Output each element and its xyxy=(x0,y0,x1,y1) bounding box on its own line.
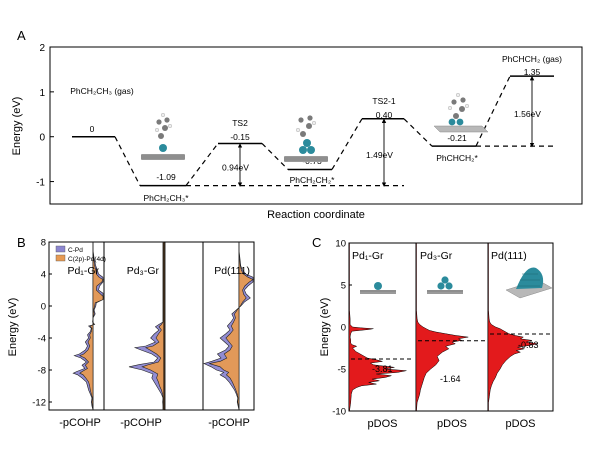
y-tick-label: -12 xyxy=(32,398,46,409)
state-energy-label: -0.15 xyxy=(230,132,250,142)
panel-c-label: C xyxy=(312,235,321,250)
pdos-subpanel-title: Pd₁-Gr xyxy=(352,250,384,262)
energy-connector xyxy=(403,118,433,147)
panel-b-label: B xyxy=(17,235,26,250)
panel-b: B Energy (eV) -12 -8 -4 0 4 8 Pd₁-Gr -pCOHP Pd₃… xyxy=(7,235,255,429)
y-tick-label: 4 xyxy=(41,270,46,281)
pdos-curve xyxy=(415,242,469,412)
pd111-slab-structure-icon xyxy=(505,267,553,299)
panel-a-label: A xyxy=(17,28,26,43)
energy-connector xyxy=(331,118,363,170)
pcohp-xlabel: -pCOHP xyxy=(208,417,250,429)
y-tick-label: -10 xyxy=(332,407,346,418)
structure-illustration-3 xyxy=(433,93,489,133)
legend-label-c2p-pd4d: C(2p)-Pd(4d) xyxy=(68,256,106,263)
state-label: PhCHCH₂ (gas) xyxy=(502,54,562,64)
pdos-curve xyxy=(348,242,407,412)
energy-connector xyxy=(185,143,219,186)
y-tick-label: -1 xyxy=(36,178,45,189)
panel-b-plots: Pd₁-Gr -pCOHP Pd₃-Gr -pCOHP Pd(111) -pCOHP xyxy=(48,241,255,429)
pdos-xlabel: pDOS xyxy=(506,418,536,430)
structure-illustration-2 xyxy=(284,115,328,162)
y-tick-label: 8 xyxy=(41,238,46,249)
pdos-subpanel-title: Pd(111) xyxy=(491,250,527,262)
panel-c-ylabel: Energy (eV) xyxy=(319,298,331,357)
y-tick-label: 0 xyxy=(39,133,45,144)
adsorption-structures xyxy=(141,93,489,162)
state-energy-label: 1.35 xyxy=(524,67,541,77)
pcohp-subpanel-frame xyxy=(163,241,204,411)
y-tick-label: 5 xyxy=(341,281,346,292)
y-tick-label: -8 xyxy=(38,366,46,377)
state-energy-label: -0.21 xyxy=(447,133,467,143)
pdos-subpanel-title: Pd₃-Gr xyxy=(420,250,453,262)
y-tick-label: 0 xyxy=(41,302,46,313)
panel-a-xlabel: Reaction coordinate xyxy=(267,209,365,221)
y-tick-label: -5 xyxy=(338,365,346,376)
d-band-center-label: -0.83 xyxy=(518,340,539,350)
y-tick-label: 10 xyxy=(335,239,346,250)
pdos-xlabel: pDOS xyxy=(437,418,467,430)
state-energy-label: -1.09 xyxy=(156,172,176,182)
d-band-center-label: -3.81 xyxy=(372,364,393,374)
y-tick-label: 0 xyxy=(341,323,346,334)
y-tick-label: -4 xyxy=(38,334,46,345)
barrier-label: 0.94eV xyxy=(222,163,249,173)
pcohp-curve-c2p-pd4d xyxy=(209,242,254,411)
state-label: TS2-1 xyxy=(372,96,395,106)
pd1-gr-structure-icon xyxy=(360,282,396,294)
pdos-subpanel-frame xyxy=(487,242,554,412)
pcohp-subpanel-title: Pd₃-Gr xyxy=(127,265,160,277)
barrier-label: 1.49eV xyxy=(366,150,393,160)
pdos-curve xyxy=(487,242,538,412)
panel-a-ylabel: Energy (eV) xyxy=(11,97,23,156)
pcohp-subpanel-title: Pd₁-Gr xyxy=(67,265,99,277)
pd3-gr-structure-icon xyxy=(427,276,463,294)
legend-label-cpd: C-Pd xyxy=(68,247,83,254)
state-label: TS2 xyxy=(232,118,248,128)
state-label: PhCHCH₂* xyxy=(436,153,478,163)
pcohp-xlabel: -pCOHP xyxy=(120,417,162,429)
state-energy-label: 0 xyxy=(90,124,95,134)
barrier-label: 1.56eV xyxy=(514,109,541,119)
pcohp-xlabel: -pCOHP xyxy=(59,417,101,429)
y-tick-label: 2 xyxy=(39,43,45,54)
energy-connector xyxy=(114,136,141,186)
panel-a-y-axis: -1 0 1 2 xyxy=(36,43,54,189)
energy-connector xyxy=(261,143,289,170)
pcohp-curve-c2p-pd4d xyxy=(79,242,104,411)
legend-swatch-cpd xyxy=(55,245,66,253)
structure-illustration-1 xyxy=(141,112,185,160)
pdos-subpanel-frame xyxy=(415,242,489,412)
energy-connector xyxy=(475,75,511,147)
state-energy-label: 0.40 xyxy=(376,110,393,120)
state-label: PhCH₂CH₃* xyxy=(143,193,189,203)
panel-b-legend: C-Pd C(2p)-Pd(4d) xyxy=(55,245,106,263)
state-label: PhCH₂CH₃ (gas) xyxy=(70,86,134,96)
panel-b-ylabel: Energy (eV) xyxy=(7,298,19,357)
pcohp-curve-c2p-pd4d xyxy=(141,241,166,411)
d-band-center-label: -1.64 xyxy=(440,374,461,384)
energy-profile: PhCH₂CH₃ (gas)0PhCH₂CH₃*-1.09TS2-0.15PhC… xyxy=(70,54,562,203)
panel-c-plots: -3.81 Pd₁-Gr pDOS -1.64 Pd₃-Gr pDOS -0.83 Pd(11… xyxy=(348,242,554,430)
pcohp-subpanel-title: Pd(111) xyxy=(214,265,250,277)
pdos-xlabel: pDOS xyxy=(368,418,398,430)
panel-a-frame xyxy=(49,46,583,205)
state-label: PhCH₂CH₂* xyxy=(290,175,336,185)
y-tick-label: 1 xyxy=(39,88,45,99)
legend-swatch-c2p-pd4d xyxy=(55,254,66,262)
